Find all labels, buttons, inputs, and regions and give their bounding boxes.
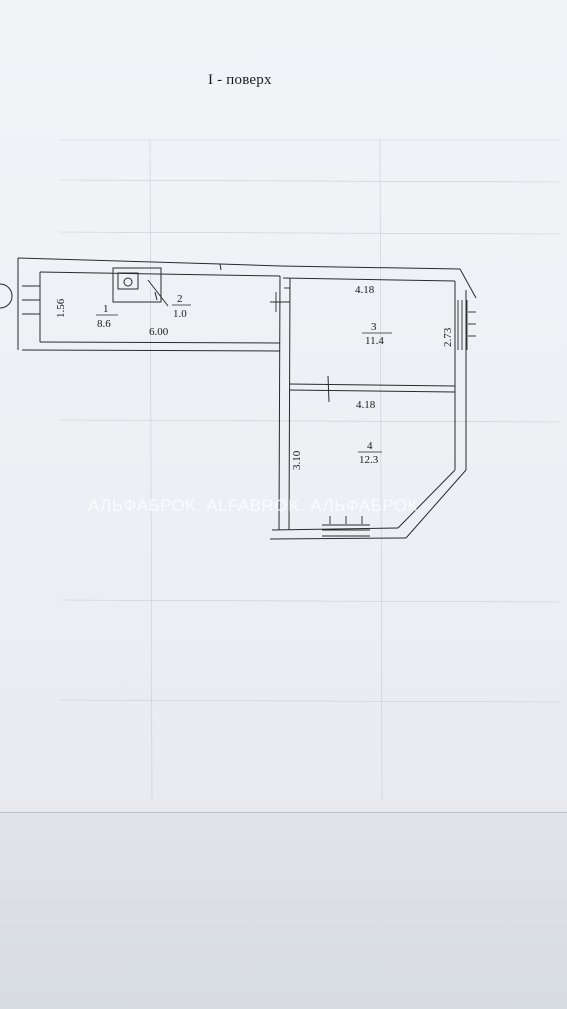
floor-title: I - поверх bbox=[208, 72, 272, 88]
dim-corridor-length: 6.00 bbox=[149, 326, 169, 338]
outer-walls bbox=[17, 257, 477, 540]
room-1-area: 8.6 bbox=[97, 318, 111, 330]
room-1-number: 1 bbox=[103, 303, 109, 315]
dim-room-3-width: 4.18 bbox=[355, 284, 375, 296]
partition-3-4 bbox=[288, 375, 456, 403]
room-2-outline bbox=[112, 267, 169, 307]
dim-corridor-width: 1.56 bbox=[55, 298, 67, 318]
room-4-number: 4 bbox=[367, 440, 373, 452]
corridor-details bbox=[22, 285, 290, 315]
dim-room-4-depth: 3.10 bbox=[291, 450, 303, 470]
room-4-area: 12.3 bbox=[359, 454, 379, 466]
dim-room-4-width: 4.18 bbox=[356, 399, 376, 411]
form-lines bbox=[59, 139, 561, 801]
window-marks bbox=[322, 300, 476, 537]
dim-room-3-depth: 2.73 bbox=[442, 327, 454, 347]
room-2-number: 2 bbox=[177, 293, 183, 305]
lower-paper-sheet bbox=[0, 812, 567, 1009]
room-3-area: 11.4 bbox=[365, 335, 384, 347]
room-2-area: 1.0 bbox=[173, 308, 187, 320]
room-3-number: 3 bbox=[371, 321, 377, 333]
entrance-marker bbox=[0, 283, 13, 309]
watermark: АЛЬФАБРОК. ALFABROK. АЛЬФАБРОК bbox=[88, 496, 418, 515]
